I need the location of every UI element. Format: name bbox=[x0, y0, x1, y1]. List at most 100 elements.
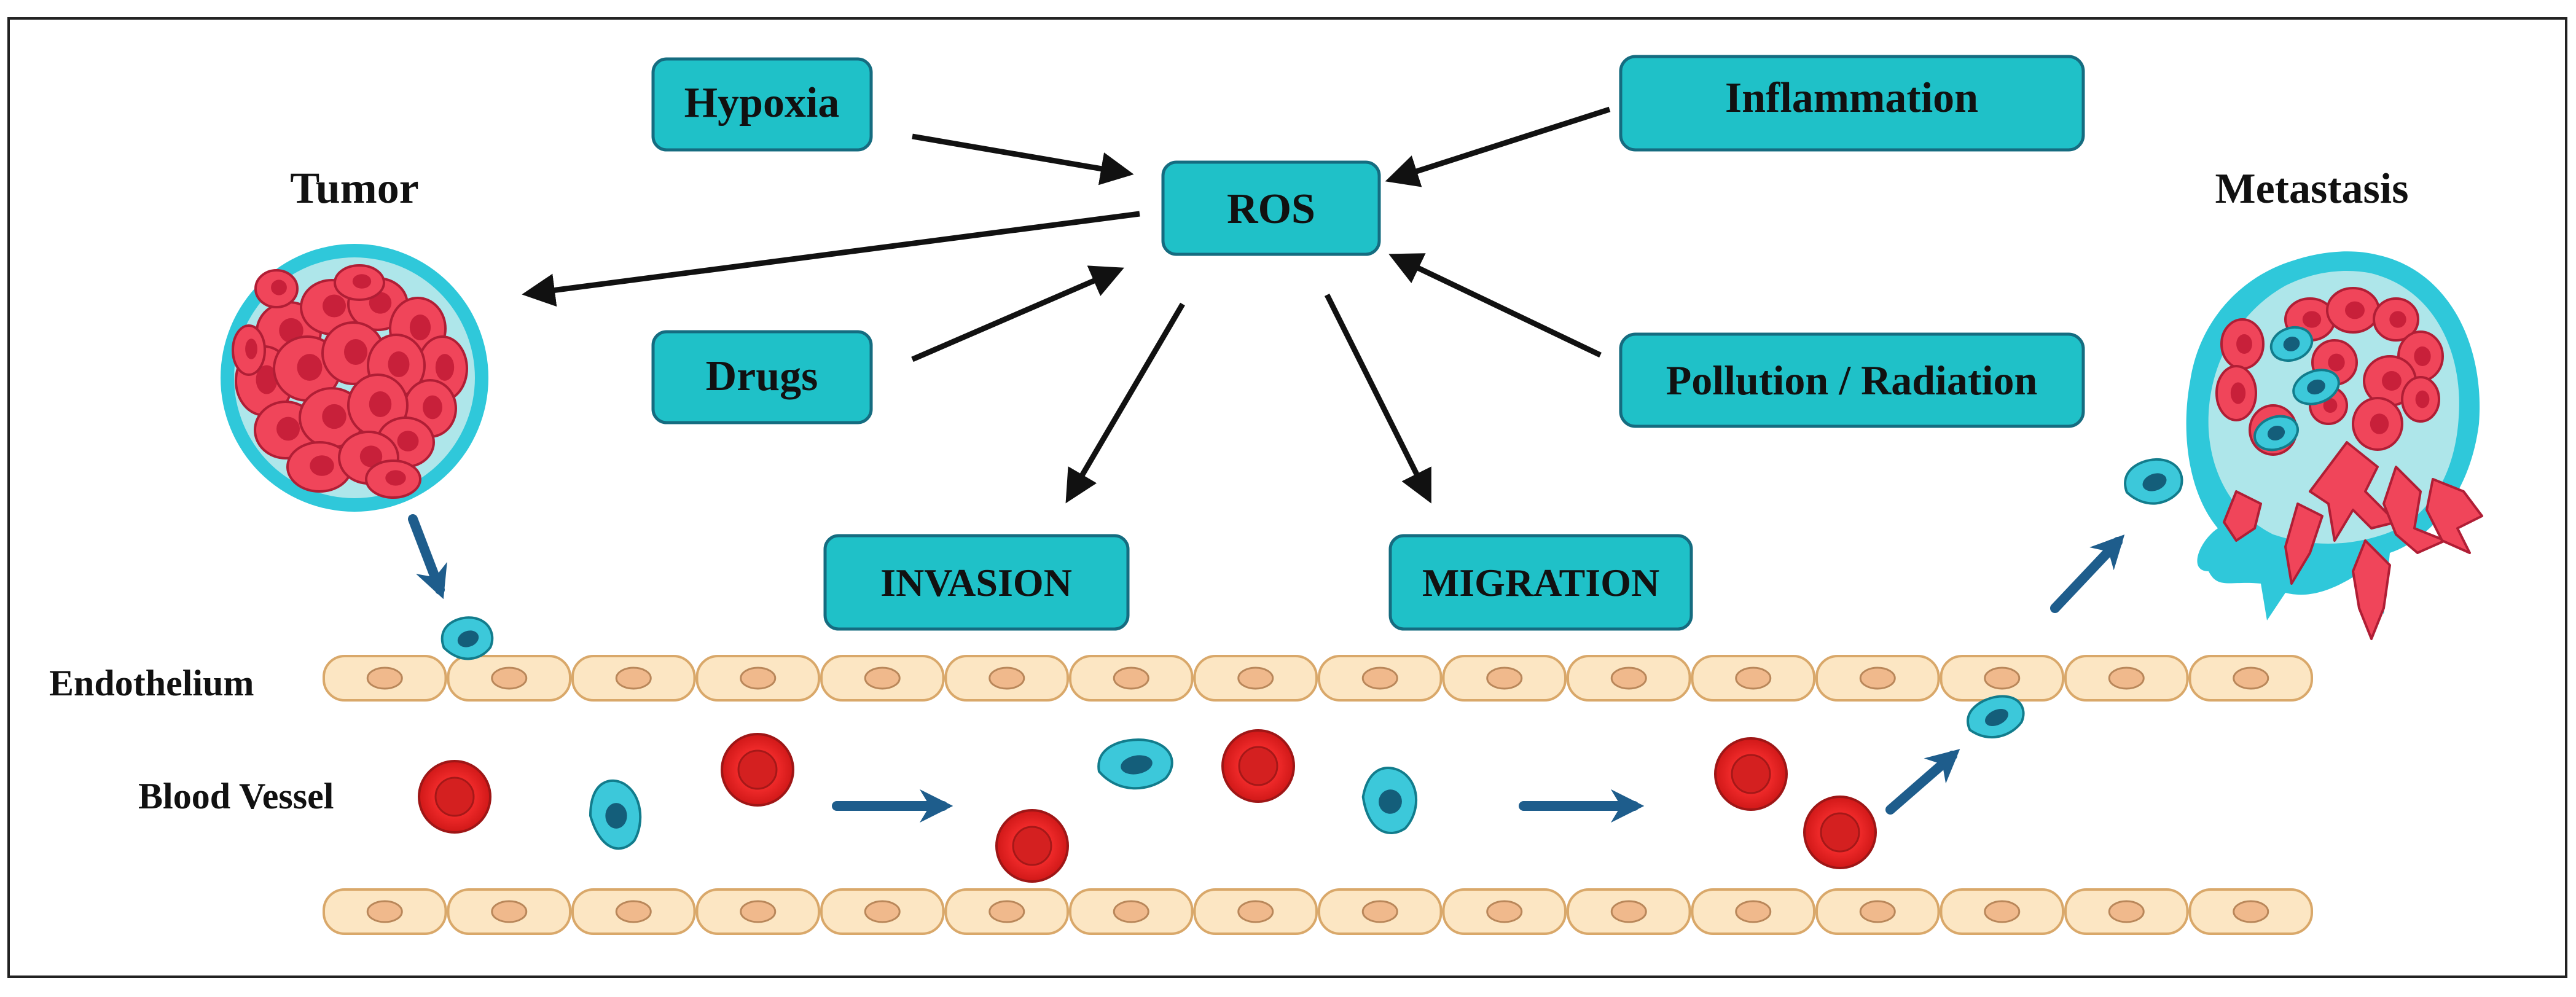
cancer-cell-icon bbox=[232, 324, 266, 376]
metastasis-icon bbox=[2186, 251, 2483, 640]
inflammation-label: Inflammation bbox=[1725, 74, 1978, 122]
endothelial-cell-icon bbox=[1940, 655, 2064, 702]
endothelial-cell-icon bbox=[1442, 888, 1567, 935]
invading-cancer-cell-icon bbox=[2223, 490, 2262, 542]
hypoxia-box: Hypoxia bbox=[651, 57, 873, 152]
arrow-ros-to-invasion bbox=[1065, 302, 1185, 504]
endothelial-cell-icon bbox=[1815, 655, 1940, 702]
invasion-box: INVASION bbox=[823, 534, 1130, 631]
cancer-cell-icon bbox=[365, 459, 421, 499]
endothelial-cell-icon bbox=[695, 888, 820, 935]
ros-label: ROS bbox=[1227, 186, 1315, 233]
endothelium-bottom-row bbox=[323, 888, 2313, 935]
arrow-drugs-to-ros bbox=[911, 265, 1124, 362]
arrow-inflammation-to-ros bbox=[1385, 106, 1611, 187]
blood-vessel-label: Blood Vessel bbox=[138, 776, 334, 816]
cancer-cell-icon bbox=[2215, 365, 2257, 421]
circulating-tumor-cell-icon bbox=[1361, 767, 1417, 834]
arrow-hypoxia-to-ros bbox=[912, 133, 1134, 186]
pollution-radiation-label: Pollution / Radiation bbox=[1666, 357, 2038, 404]
circulating-tumor-cell-icon bbox=[1097, 738, 1173, 790]
endothelial-cell-icon bbox=[447, 655, 571, 702]
endothelial-cell-icon bbox=[695, 655, 820, 702]
circulating-tumor-cell-icon bbox=[2253, 415, 2299, 452]
migration-box: MIGRATION bbox=[1388, 534, 1693, 631]
drugs-box: Drugs bbox=[651, 330, 873, 424]
circulating-tumor-cell-icon bbox=[2292, 369, 2340, 405]
drugs-label: Drugs bbox=[706, 353, 818, 400]
endothelial-cell-icon bbox=[323, 655, 447, 702]
invading-cancer-cell-icon bbox=[2425, 478, 2483, 554]
endothelial-cell-icon bbox=[1318, 888, 1443, 935]
cancer-cell-icon bbox=[334, 264, 385, 301]
cancer-cell-icon bbox=[2401, 376, 2440, 423]
endothelial-cell-icon bbox=[1567, 655, 1691, 702]
endothelial-cell-icon bbox=[1940, 888, 2064, 935]
circulating-tumor-cells bbox=[440, 458, 2183, 850]
cancer-cell-icon bbox=[2352, 397, 2403, 451]
endothelial-cell-icon bbox=[1567, 888, 1691, 935]
endothelial-cell-icon bbox=[820, 655, 945, 702]
tumor-label: Tumor bbox=[290, 163, 418, 213]
cancer-cell-icon bbox=[254, 269, 299, 308]
ros-arrows bbox=[522, 106, 1611, 504]
arrow-pollution-to-ros bbox=[1388, 253, 1602, 358]
cancer-cell-icon bbox=[2220, 318, 2265, 370]
endothelial-cell-icon bbox=[571, 655, 696, 702]
red-blood-cells bbox=[418, 729, 1877, 883]
flow-arrow-tumor-to-vessel bbox=[408, 514, 447, 600]
red-blood-cell-icon bbox=[1803, 796, 1877, 869]
flow-arrow-to-metastasis bbox=[2050, 534, 2125, 613]
endothelial-cell-icon bbox=[1193, 655, 1318, 702]
circulating-tumor-cell-icon bbox=[1967, 695, 2025, 739]
endothelial-cell-icon bbox=[1691, 888, 1815, 935]
pollution-radiation-box: Pollution / Radiation bbox=[1619, 332, 2085, 428]
circulating-tumor-cell-icon bbox=[589, 779, 642, 850]
endothelial-cell-icon bbox=[1318, 655, 1443, 702]
endothelial-cell-icon bbox=[571, 888, 696, 935]
circulating-tumor-cell-icon bbox=[2269, 326, 2314, 362]
ros-box: ROS bbox=[1161, 160, 1381, 256]
endothelium-top-row bbox=[323, 655, 2313, 702]
cancer-cell-icon bbox=[2373, 297, 2419, 342]
endothelial-cell-icon bbox=[944, 655, 1069, 702]
flow-arrow-extravasation bbox=[1885, 749, 1960, 815]
invasion-label: INVASION bbox=[880, 561, 1072, 604]
invading-cancer-cell-icon bbox=[2352, 539, 2391, 640]
endothelial-cell-icon bbox=[1442, 655, 1567, 702]
endothelial-cell-icon bbox=[944, 888, 1069, 935]
hypoxia-label: Hypoxia bbox=[684, 79, 840, 127]
migration-label: MIGRATION bbox=[1422, 561, 1659, 604]
endothelial-cell-icon bbox=[1069, 655, 1194, 702]
flow-arrows bbox=[408, 514, 2125, 823]
endothelial-cell-icon bbox=[820, 888, 945, 935]
endothelium-label: Endothelium bbox=[49, 663, 254, 703]
arrow-ros-to-tumor bbox=[522, 211, 1140, 307]
red-blood-cell-icon bbox=[721, 733, 794, 807]
circulating-tumor-cell-icon bbox=[2124, 458, 2183, 505]
red-blood-cell-icon bbox=[995, 809, 1069, 883]
endothelial-cell-icon bbox=[1691, 655, 1815, 702]
endothelial-cell-icon bbox=[1069, 888, 1194, 935]
metastasis-label: Metastasis bbox=[2215, 165, 2409, 213]
circulating-tumor-cell-icon bbox=[440, 616, 494, 660]
red-blood-cell-icon bbox=[1221, 729, 1295, 803]
endothelial-cell-icon bbox=[2064, 655, 2189, 702]
endothelial-cell-icon bbox=[1193, 888, 1318, 935]
cancer-cell-icon bbox=[2326, 287, 2380, 334]
endothelial-cell-icon bbox=[1815, 888, 1940, 935]
cancer-cell-icon bbox=[286, 441, 353, 493]
invading-cancer-cell-icon bbox=[2382, 466, 2446, 554]
invading-cancer-cell-icon bbox=[2309, 441, 2397, 542]
tumor-icon bbox=[221, 244, 488, 512]
endothelial-cell-icon bbox=[2188, 888, 2313, 935]
endothelial-cell-icon bbox=[2064, 888, 2189, 935]
endothelial-cell-icon bbox=[447, 888, 571, 935]
red-blood-cell-icon bbox=[1714, 737, 1788, 811]
inflammation-box: Inflammation bbox=[1619, 55, 2085, 152]
figure-frame bbox=[7, 17, 2567, 978]
invading-cancer-cell-icon bbox=[2284, 502, 2323, 585]
arrow-ros-to-migration bbox=[1324, 293, 1431, 504]
